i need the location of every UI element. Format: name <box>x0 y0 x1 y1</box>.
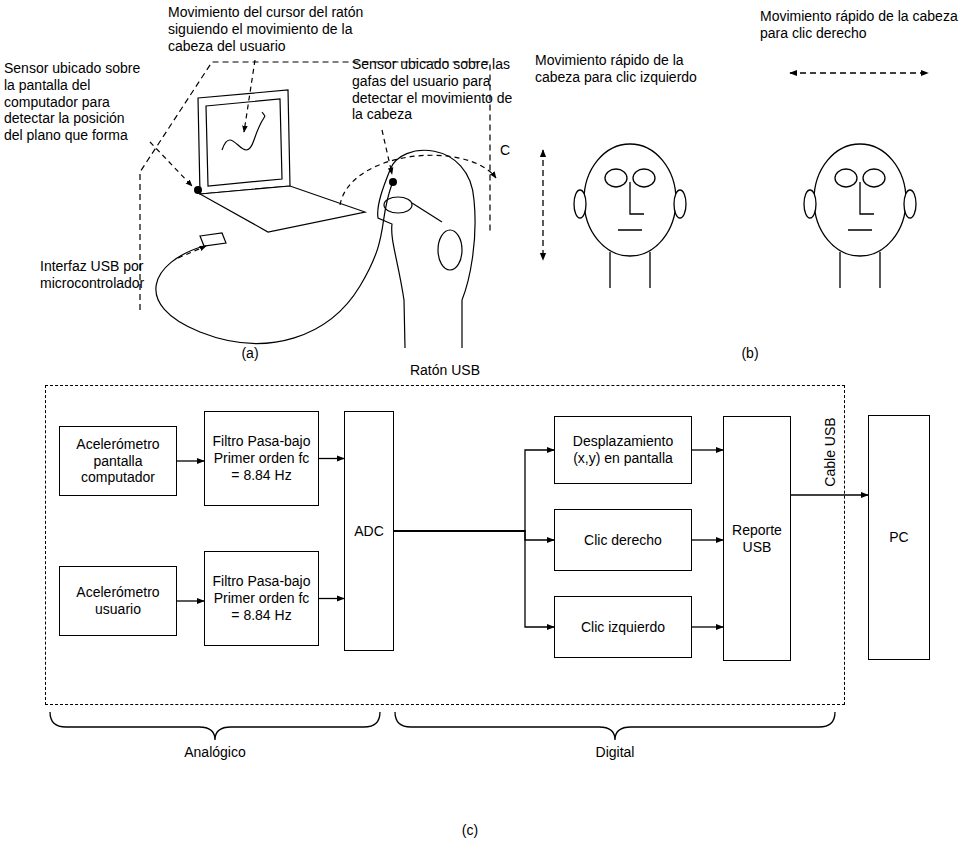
process-box: Desplazamiento (x,y) en pantalla <box>554 416 692 484</box>
box-text: Filtro Pasa-bajo Primer orden fc = 8.84 … <box>209 433 314 483</box>
process-box: Clic izquierdo <box>554 596 692 658</box>
device-boundary: Ratón USBAcelerómetro pantalla computado… <box>45 385 845 705</box>
glasses-temple <box>412 203 442 222</box>
box-text: Reporte USB <box>728 522 786 556</box>
panel-label: (a) <box>230 345 270 362</box>
laptop-base <box>200 186 365 232</box>
connector-arrow <box>319 598 344 599</box>
process-box: Filtro Pasa-bajo Primer orden fc = 8.84 … <box>204 551 319 646</box>
box-text: ADC <box>354 523 384 540</box>
process-box: Acelerómetro usuario <box>59 566 177 636</box>
process-box: Acelerómetro pantalla computador <box>59 426 177 496</box>
box-text: PC <box>889 529 908 546</box>
glasses-lens <box>384 197 412 213</box>
cable <box>156 184 392 343</box>
callout-text: Sensor ubicado sobre la pantalla del com… <box>4 60 144 144</box>
process-box: ADC <box>344 411 394 651</box>
screen-sensor <box>194 186 202 194</box>
box-text: Clic izquierdo <box>581 619 665 636</box>
connector-arrow <box>791 494 868 495</box>
process-box: Filtro Pasa-bajo Primer orden fc = 8.84 … <box>204 411 319 506</box>
brace <box>50 712 380 740</box>
group-title: Ratón USB <box>46 362 844 379</box>
faces <box>543 73 928 288</box>
leader-line <box>382 130 392 174</box>
screen-inner <box>206 99 282 186</box>
face <box>804 144 916 288</box>
leader-line <box>244 60 255 132</box>
glasses-sensor <box>389 178 397 186</box>
braces <box>50 712 835 740</box>
connector-arrow <box>394 450 554 531</box>
callout-text: Movimiento del cursor del ratón siguiend… <box>168 4 368 54</box>
box-text: Filtro Pasa-bajo Primer orden fc = 8.84 … <box>209 573 314 623</box>
face <box>574 144 686 288</box>
connector-arrow <box>692 449 723 450</box>
callout-text: Movimiento rápido de la cabeza para clic… <box>535 52 730 86</box>
connector-arrow <box>692 539 723 540</box>
laptop-screen <box>198 90 290 194</box>
box-text: Clic derecho <box>584 532 662 549</box>
callout-text: Interfaz USB por microcontrolador <box>40 258 215 292</box>
panel-label: (c) <box>450 822 490 839</box>
connector-arrow <box>394 531 554 540</box>
process-box: Reporte USB <box>723 416 791 661</box>
usb-interface <box>200 233 226 246</box>
leader-line <box>178 246 206 258</box>
box-text: Acelerómetro usuario <box>64 584 172 618</box>
connector-arrow <box>319 458 344 459</box>
process-box: Clic derecho <box>554 509 692 571</box>
connector-arrow <box>394 531 554 627</box>
process-box: PC <box>868 415 930 660</box>
leader-line <box>150 142 192 186</box>
cursor-path <box>222 112 265 150</box>
horizontal-motion-arrow <box>790 72 928 73</box>
box-text: Acelerómetro pantalla computador <box>64 436 172 486</box>
callout-text: Sensor ubicado sobre las gafas del usuar… <box>352 56 517 123</box>
connector-arrow <box>692 626 723 627</box>
brace <box>395 712 835 740</box>
connector-arrow <box>177 460 204 461</box>
ear <box>438 230 462 270</box>
vertical-motion-arrow <box>542 150 543 260</box>
panel-label: (b) <box>730 345 770 362</box>
callout-text: Movimiento rápido de la cabeza para clic… <box>760 8 965 42</box>
head-profile <box>378 150 475 348</box>
box-text: Desplazamiento (x,y) en pantalla <box>559 433 687 467</box>
connector-label: Cable USB <box>822 416 838 489</box>
callout-text: C <box>500 142 516 159</box>
section-label: Digital <box>555 744 675 761</box>
rotation-arrow <box>340 155 496 205</box>
section-label: Analógico <box>150 744 280 761</box>
connector-arrow <box>177 600 204 601</box>
